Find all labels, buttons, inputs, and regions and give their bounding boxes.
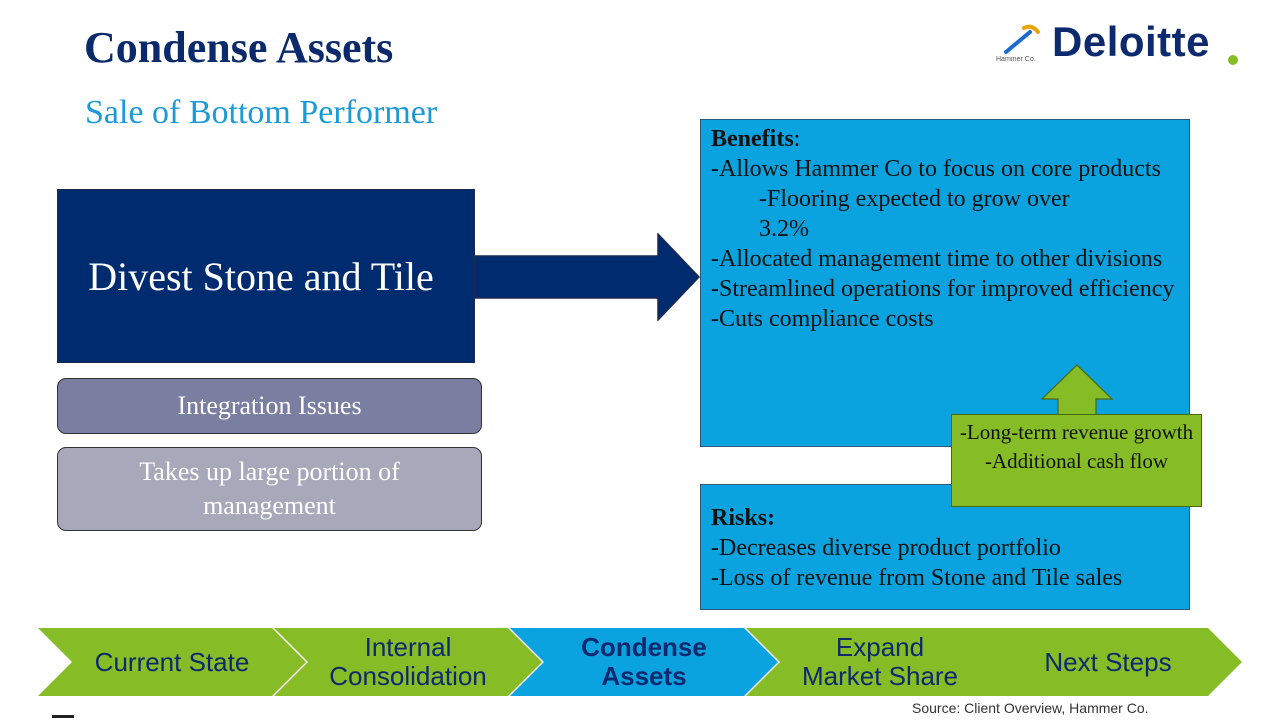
logo-sub-label: Hammer Co. — [996, 56, 1036, 63]
benefit-item: -Streamlined operations for improved eff… — [711, 276, 1175, 302]
callout-line: -Additional cash flow — [984, 449, 1169, 473]
benefit-item: -Allows Hammer Co to focus on core produ… — [711, 156, 1161, 182]
chevron-shape — [38, 628, 306, 696]
step-line: Current State — [94, 646, 250, 677]
step-line: Next Steps — [1044, 646, 1172, 677]
management-issue-label: Takes up large portion of management — [139, 457, 400, 520]
step-chevron-condense-assets[interactable] — [510, 628, 778, 696]
callout-line: -Long-term revenue growth — [959, 420, 1194, 444]
step-line: Condense — [581, 632, 707, 662]
divest-label: Divest Stone and Tile — [88, 253, 434, 299]
divest-box: Divest Stone and Tile — [57, 189, 475, 363]
step-chevron-next-steps[interactable] — [974, 628, 1242, 696]
corner-mark — [52, 715, 74, 718]
chevron-shape — [274, 628, 542, 696]
step-chevron-current-state[interactable] — [38, 628, 306, 696]
right-arrow-shape — [475, 233, 700, 321]
step-chevron-internal-consolidation[interactable] — [274, 628, 542, 696]
step-line: Consolidation — [329, 661, 487, 691]
upside-callout: -Long-term revenue growth -Additional ca… — [951, 414, 1202, 507]
chevron-shape — [510, 628, 778, 696]
up-arrow-shape — [1041, 364, 1113, 416]
step-label-next-steps[interactable]: Next Steps — [1008, 628, 1208, 696]
benefit-subitem: -Flooring expected to grow over 3.2% — [759, 186, 1070, 242]
deloitte-logo: Hammer Co. Deloitte — [996, 18, 1246, 70]
source-note: Source: Client Overview, Hammer Co. — [912, 700, 1149, 716]
step-line: Expand — [835, 632, 925, 662]
chevron-shape — [746, 628, 1014, 696]
benefit-item: -Cuts compliance costs — [711, 306, 934, 332]
benefit-item: -Allocated management time to other divi… — [711, 246, 1163, 272]
risk-item: -Loss of revenue from Stone and Tile sal… — [711, 565, 1123, 591]
benefits-heading: Benefits — [711, 126, 794, 152]
page-subtitle: Sale of Bottom Performer — [85, 94, 438, 131]
benefits-box: Benefits: -Allows Hammer Co to focus on … — [700, 119, 1190, 447]
logo-dot — [1228, 55, 1238, 65]
risk-item: -Decreases diverse product portfolio — [711, 535, 1061, 561]
step-line: Market Share — [801, 661, 959, 691]
page-title: Condense Assets — [84, 23, 394, 72]
chevron-shape — [974, 628, 1242, 696]
risks-heading: Risks: — [711, 505, 776, 531]
step-label-current-state[interactable]: Current State — [72, 628, 272, 696]
benefits-heading-colon: : — [793, 126, 801, 152]
integration-issues-label: Integration Issues — [177, 391, 362, 420]
logo-wordmark: Deloitte — [1052, 18, 1211, 65]
step-line: Internal — [364, 632, 452, 662]
management-issue-box: Takes up large portion of management — [57, 447, 482, 531]
integration-issues-box: Integration Issues — [57, 378, 482, 434]
step-chevron-expand-market-share[interactable] — [746, 628, 1014, 696]
hammer-icon — [1004, 24, 1040, 54]
step-line: Assets — [601, 661, 687, 691]
